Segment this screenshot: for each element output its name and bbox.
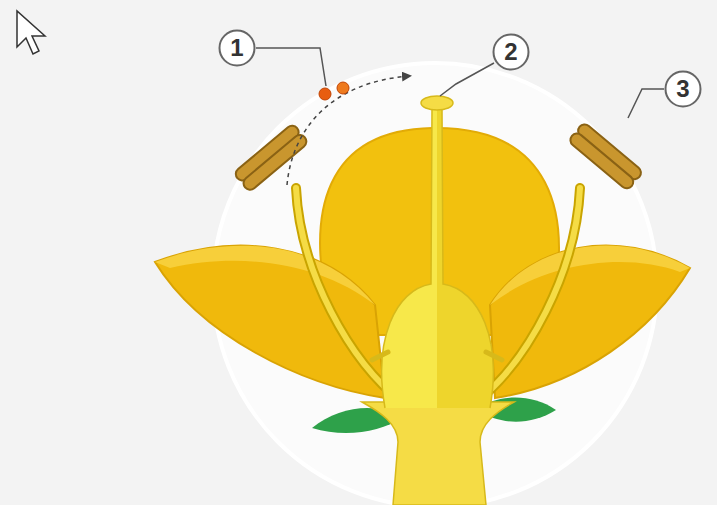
petal — [155, 246, 385, 398]
petal-highlight — [155, 246, 375, 305]
callout-circle: 2 — [492, 33, 530, 71]
pistil — [382, 108, 437, 408]
anther — [233, 123, 309, 192]
receptacle — [362, 402, 514, 505]
anther — [568, 122, 644, 191]
callout-number: 2 — [504, 40, 517, 64]
pollen-grain — [319, 88, 331, 100]
leader-line — [256, 48, 326, 86]
callout-circle: 1 — [218, 29, 256, 67]
mouse-cursor — [17, 11, 45, 54]
pollination-arrow — [287, 76, 410, 185]
petal — [490, 246, 690, 398]
callout-number: 1 — [230, 36, 243, 60]
leader-line — [440, 63, 494, 96]
callout-number: 3 — [676, 77, 689, 101]
pollen-grain — [337, 82, 349, 94]
inner-filament — [372, 352, 502, 360]
stigma — [421, 96, 453, 110]
leader-line — [628, 89, 664, 118]
petal-highlight — [490, 246, 690, 305]
callout-circle: 3 — [664, 70, 702, 108]
pistil — [437, 108, 493, 408]
pistil-outline — [382, 108, 494, 408]
